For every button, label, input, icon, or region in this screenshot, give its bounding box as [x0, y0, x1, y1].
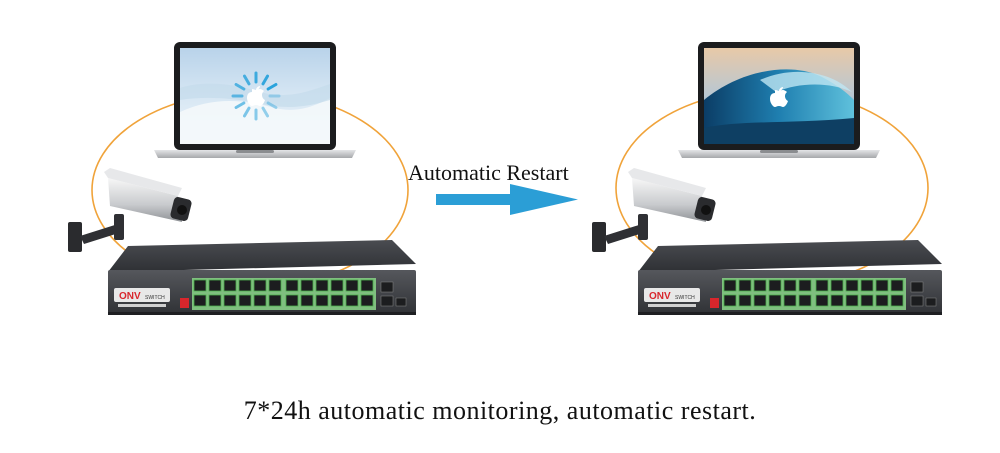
rj45-port-grid — [723, 279, 904, 307]
rj45-port — [360, 294, 374, 307]
network-switch-after: ONV SWITCH — [638, 240, 942, 315]
rj45-port — [845, 279, 859, 292]
rj45-port — [723, 279, 737, 292]
rj45-port — [193, 279, 207, 292]
uplink-port-2 — [910, 295, 924, 307]
rj45-port — [268, 279, 282, 292]
boot-spinner-icon — [231, 71, 281, 121]
rj45-port — [875, 294, 889, 307]
spinner-ray — [261, 74, 269, 86]
switch-brand: ONV — [119, 291, 141, 302]
rj45-port — [208, 279, 222, 292]
network-switch-before: ONV SWITCH — [108, 240, 416, 315]
laptop-after — [678, 42, 880, 158]
rj45-port — [830, 279, 844, 292]
rj45-port — [875, 279, 889, 292]
rj45-port — [860, 294, 874, 307]
rj45-port — [300, 294, 314, 307]
rj45-port — [268, 294, 282, 307]
rj45-port — [798, 294, 812, 307]
diagram-caption: 7*24h automatic monitoring, automatic re… — [243, 396, 757, 425]
rj45-port — [798, 279, 812, 292]
port-panel — [192, 278, 376, 310]
rj45-port — [815, 279, 829, 292]
rj45-port — [345, 279, 359, 292]
security-camera-after — [592, 168, 716, 252]
rj45-port — [193, 294, 207, 307]
scene-before: ONV SWITCH — [68, 42, 416, 315]
rj45-port — [768, 294, 782, 307]
rj45-port — [238, 294, 252, 307]
rj45-port — [723, 294, 737, 307]
spinner-ray — [243, 74, 251, 86]
rj45-port — [783, 279, 797, 292]
rj45-port — [223, 294, 237, 307]
laptop-before — [154, 42, 356, 158]
rj45-port-grid — [193, 279, 374, 307]
rj45-port — [753, 279, 767, 292]
port-panel — [722, 278, 906, 310]
rj45-port — [860, 279, 874, 292]
sfp-port — [925, 297, 937, 307]
restart-arrow — [436, 184, 578, 215]
spinner-ray — [243, 106, 251, 118]
rj45-port — [815, 294, 829, 307]
security-camera-before — [68, 168, 192, 252]
rj45-port — [285, 279, 299, 292]
rj45-port — [253, 279, 267, 292]
switch-brand: ONV — [649, 291, 671, 302]
rj45-port — [890, 279, 904, 292]
spinner-ray — [234, 101, 246, 109]
rj45-port — [285, 294, 299, 307]
rj45-port — [330, 294, 344, 307]
rj45-port — [738, 294, 752, 307]
spinner-ray — [266, 83, 278, 91]
rj45-port — [768, 279, 782, 292]
rj45-port — [330, 279, 344, 292]
rj45-port — [845, 294, 859, 307]
switch-brand-plate: ONV SWITCH — [114, 288, 170, 302]
spinner-ray — [234, 83, 246, 91]
rj45-port — [223, 279, 237, 292]
switch-model: SWITCH — [145, 295, 165, 301]
rj45-port — [345, 294, 359, 307]
rj45-port — [753, 294, 767, 307]
rj45-port — [300, 279, 314, 292]
uplink-port-2 — [380, 295, 394, 307]
rj45-port — [315, 279, 329, 292]
spinner-ray — [261, 106, 269, 118]
sfp-port — [395, 297, 407, 307]
rj45-port — [738, 279, 752, 292]
rj45-port — [890, 294, 904, 307]
brand-badge-icon — [180, 298, 189, 308]
rj45-port — [783, 294, 797, 307]
rj45-port — [208, 294, 222, 307]
rj45-port — [830, 294, 844, 307]
rj45-port — [238, 279, 252, 292]
switch-brand-plate: ONV SWITCH — [644, 288, 700, 302]
arrow-label: Automatic Restart — [408, 160, 569, 185]
rj45-port — [360, 279, 374, 292]
scene-after: ONV SWITCH — [592, 42, 942, 315]
switch-model: SWITCH — [675, 295, 695, 301]
uplink-port-1 — [910, 281, 924, 293]
apple-logo-icon — [770, 87, 788, 107]
spinner-ray — [266, 101, 278, 109]
rj45-port — [315, 294, 329, 307]
rj45-port — [253, 294, 267, 307]
brand-badge-icon — [710, 298, 719, 308]
uplink-port-1 — [380, 281, 394, 293]
